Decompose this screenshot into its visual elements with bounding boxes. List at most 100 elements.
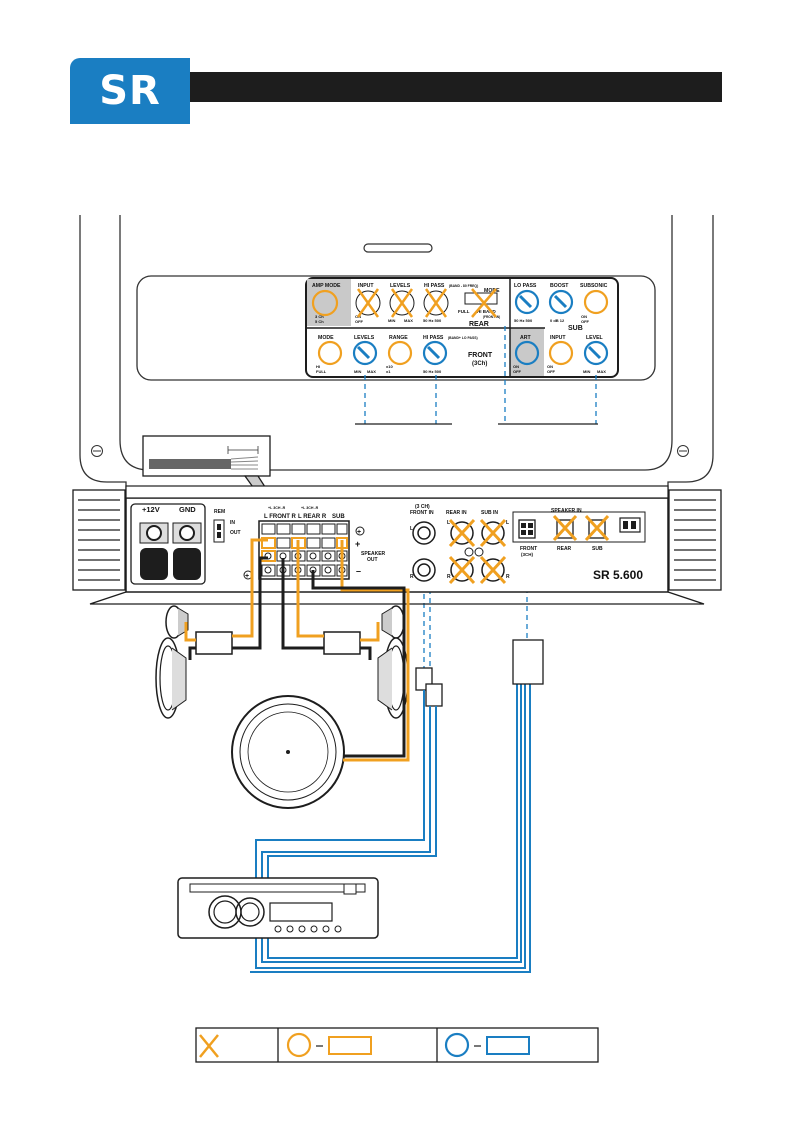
sub-in-label: SUB IN (481, 510, 498, 516)
svg-text:+: + (355, 539, 360, 549)
sub-level-min: MIN (583, 369, 590, 374)
art-opt2: OFF (513, 369, 522, 374)
boost-knob[interactable] (548, 289, 574, 315)
hipass-rear-title: HI PASS (424, 283, 445, 289)
subsonic-knob[interactable] (583, 289, 609, 315)
mode-rear-note: (FRONT IN) (483, 315, 500, 319)
legend-x-icon (199, 1034, 219, 1058)
sub-in-l: L (506, 520, 509, 526)
hipass-front-knob[interactable] (422, 340, 448, 366)
range-front-opt1: x10 (386, 364, 393, 369)
lopass-scale: 50 Hz 500 (514, 318, 533, 323)
art-knob[interactable] (514, 340, 540, 366)
amp-top-housing (79, 215, 714, 490)
subsonic-title: SUBSONIC (580, 283, 608, 289)
legend-orange-knob-icon (286, 1032, 312, 1058)
range-front-knob[interactable] (387, 340, 413, 366)
header-bar (190, 72, 722, 102)
rear-label: REAR (469, 321, 489, 328)
mode-rear-opt2: HI BAND (477, 309, 496, 314)
hipass-front-title: HI PASS (423, 335, 444, 341)
front-sub-label: (3Ch) (472, 361, 487, 367)
rem-out-label: OUT (230, 530, 241, 536)
sub-in-r: R (506, 574, 510, 580)
range-front-title: RANGE (389, 335, 408, 341)
input-title: INPUT (358, 283, 374, 289)
rear-in-label: REAR IN (446, 510, 467, 516)
sub-input-knob[interactable] (548, 340, 574, 366)
mode-rear-title: MODE (484, 288, 500, 294)
mode-front-title: MODE (318, 335, 334, 341)
rem-in-label: IN (230, 520, 235, 526)
sub-input-opt2: OFF (547, 369, 556, 374)
hipass-front-note: (BAND+ LO PASS) (448, 336, 478, 340)
legend-blue-knob-icon (444, 1032, 470, 1058)
speaker-wires (184, 538, 410, 762)
power-gnd-label: GND (179, 505, 196, 514)
logo-text: SR (99, 68, 161, 114)
speaker-in-rear-label: REAR (557, 546, 572, 552)
sub-input-opt1: ON (547, 364, 553, 369)
amp-mode-knob[interactable] (311, 289, 339, 317)
panel-disabled-marks (356, 288, 497, 318)
rem-label: REM (214, 509, 225, 515)
amp-mode-opt1: 3 Ch (315, 314, 324, 319)
right-front-speaker (323, 605, 409, 719)
amp-mode-opt2: 5 Ch (315, 319, 324, 324)
boost-title: BOOST (550, 283, 569, 289)
levels-rear-max: MAX (404, 318, 413, 323)
sub-level-knob[interactable] (583, 340, 609, 366)
amp-side-panel: + + + – (72, 485, 722, 605)
subsonic-opt2: OFF (581, 319, 590, 324)
levels-front-knob[interactable] (352, 340, 378, 366)
sub-label: SUB (568, 325, 583, 332)
subwoofer (231, 695, 345, 809)
mode-front-knob[interactable] (317, 340, 343, 366)
art-title: ART (520, 335, 531, 341)
sub-level-title: LEVEL (586, 335, 604, 341)
power-12v-label: +12V (142, 505, 160, 514)
amp-mode-bg (307, 279, 351, 326)
front-in-r: R (410, 574, 414, 580)
svg-text:–: – (356, 566, 361, 576)
levels-front-title: LEVELS (354, 335, 375, 341)
bridge-front-tag: +L 3CH -R (268, 506, 286, 510)
hipass-front-scale: 50 Hz 500 (423, 369, 442, 374)
control-panel (305, 277, 619, 378)
rear-in-l: L (447, 520, 450, 526)
sub-level-max: MAX (597, 369, 606, 374)
head-unit (177, 877, 379, 939)
legend-blue-box (486, 1036, 530, 1055)
mode-front-opt1: HI (316, 364, 320, 369)
bridge-rear-tag: +L 3CH -R (301, 506, 319, 510)
speaker-in-front-sub-label: (3CH) (521, 552, 534, 557)
levels-rear-min: MIN (388, 318, 395, 323)
front-in-l: L (410, 526, 413, 532)
left-front-speaker (155, 605, 233, 719)
lopass-knob[interactable] (514, 289, 540, 315)
rear-in-r: R (447, 574, 451, 580)
amp-mode-title: AMP MODE (312, 283, 341, 289)
speaker-out-label-2: OUT (367, 557, 378, 563)
front-terminal-tag: L FRONT R (264, 514, 297, 520)
boost-scale: 0 dB 12 (550, 318, 565, 323)
input-disabled-marks (448, 514, 610, 585)
speaker-in-front-label: FRONT (520, 546, 537, 552)
front-label: FRONT (468, 352, 493, 359)
art-opt1: ON (513, 364, 519, 369)
svg-text:+: + (357, 529, 361, 536)
mode-rear-opt1: FULL (458, 309, 470, 314)
speaker-out-label: SPEAKER (361, 551, 386, 557)
legend-orange-box (328, 1036, 372, 1055)
subsonic-opt1: ON (581, 314, 587, 319)
mode-front-opt2: FULL (316, 369, 327, 374)
svg-text:+: + (245, 573, 249, 580)
front-in-label: FRONT IN (410, 510, 434, 516)
range-front-opt2: x1 (386, 369, 391, 374)
levels-rear-title: LEVELS (390, 283, 411, 289)
front-in-top-label: (3 CH) (415, 504, 430, 510)
sub-terminal-tag: SUB (332, 514, 345, 520)
levels-front-min: MIN (354, 369, 361, 374)
sr-logo: SR (70, 58, 190, 124)
